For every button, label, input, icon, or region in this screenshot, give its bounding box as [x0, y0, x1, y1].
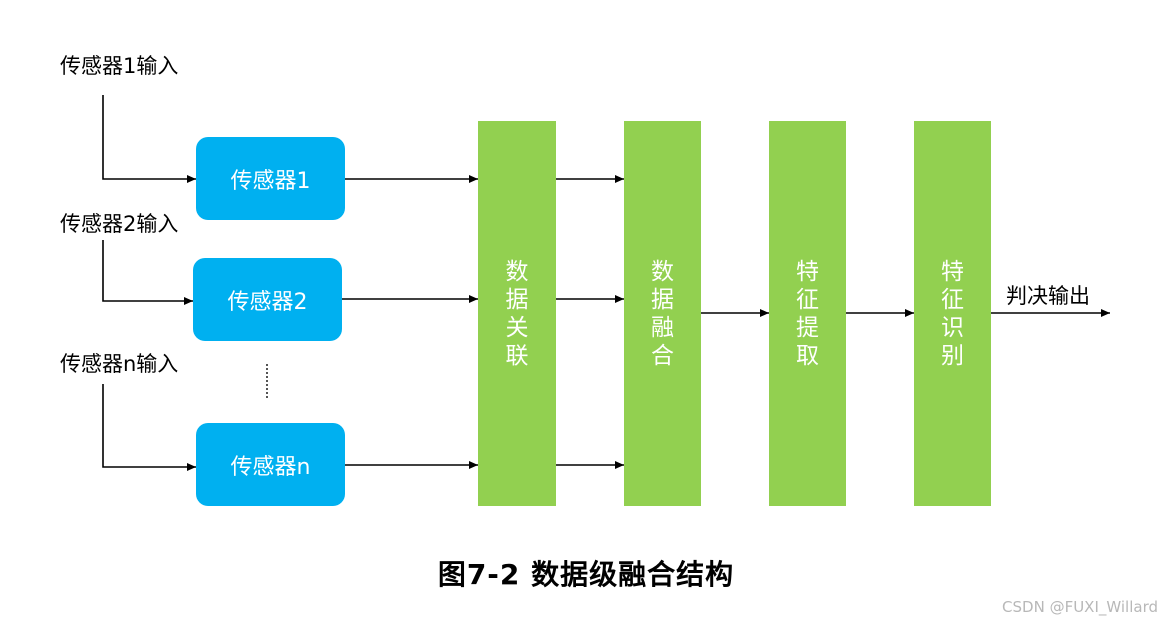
ellipsis-dots: [266, 364, 272, 398]
sensor-n-box: 传感器n: [196, 423, 345, 506]
stage-feature-extraction: 特征提取: [769, 121, 846, 506]
sensor-1-label: 传感器1: [230, 168, 311, 194]
input-connector-n: [102, 384, 196, 471]
stage-feature-recognition-label: 特征识别: [941, 258, 964, 369]
stage-data-fusion-label: 数据融合: [651, 258, 674, 369]
stage-feature-extraction-label: 特征提取: [796, 258, 819, 369]
sensor-2-label: 传感器2: [227, 289, 308, 315]
watermark: CSDN @FUXI_Willard: [1002, 598, 1158, 616]
sensor-n-label: 传感器n: [230, 454, 311, 480]
sensorn-input-label: 传感器n输入: [60, 352, 179, 376]
stage-data-association: 数据关联: [478, 121, 556, 506]
stage-data-association-label: 数据关联: [505, 258, 529, 369]
decision-output-label: 判决输出: [1006, 284, 1090, 308]
sensor2-input-label: 传感器2输入: [60, 212, 179, 236]
stage-feature-recognition: 特征识别: [914, 121, 991, 506]
sensor-2-box: 传感器2: [193, 258, 342, 341]
input-connector-1: [102, 95, 196, 183]
sensor-1-box: 传感器1: [196, 137, 345, 220]
sensor1-input-label: 传感器1输入: [60, 54, 179, 78]
figure-caption: 图7-2 数据级融合结构: [437, 558, 735, 591]
input-connector-2: [102, 240, 193, 305]
stage-data-fusion: 数据融合: [624, 121, 701, 506]
